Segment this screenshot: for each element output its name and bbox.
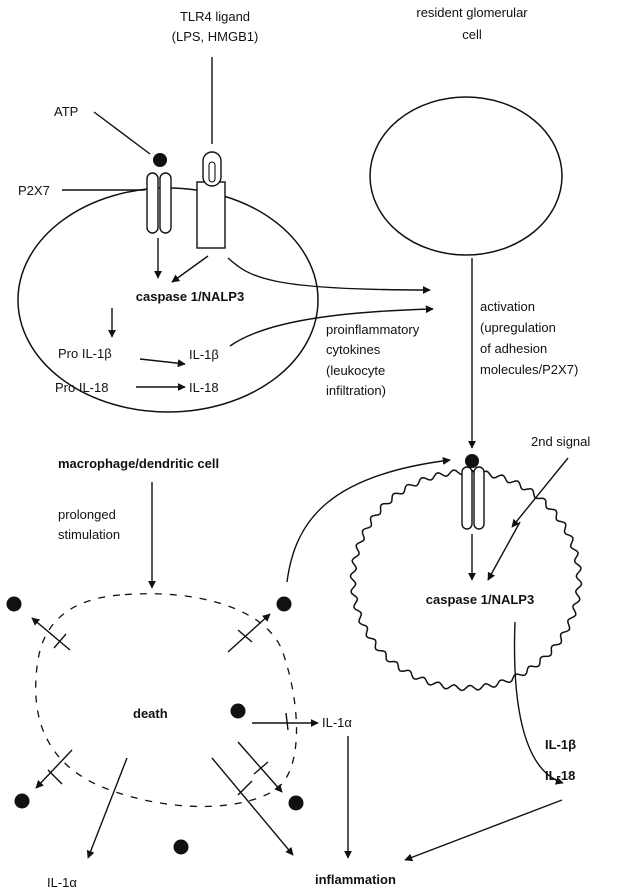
proinflammatory-line-4: infiltration) xyxy=(326,383,386,398)
il1a-bottom-label: IL-1α xyxy=(47,875,77,889)
pro-il18-label: Pro IL-18 xyxy=(55,380,108,395)
il18-resident-label: IL-18 xyxy=(545,768,575,783)
released-atp-4 xyxy=(14,793,30,809)
activation-line-1: activation xyxy=(480,299,535,314)
released-atp-6 xyxy=(173,839,189,855)
inflammation-label: inflammation xyxy=(315,872,396,887)
released-atp-1 xyxy=(6,596,22,612)
dying-cell-outline xyxy=(35,593,298,808)
released-atp-3 xyxy=(230,703,246,719)
atp-pointer-line xyxy=(93,111,151,155)
atp-at-resident xyxy=(465,454,479,468)
activation-line-4: molecules/P2X7) xyxy=(480,362,578,377)
proinflammatory-line-2: cytokines xyxy=(326,342,381,357)
resident-cell-label-1: resident glomerular xyxy=(416,5,528,20)
prolonged-line-1: prolonged xyxy=(58,507,116,522)
tlr4-ligand-label: TLR4 ligand xyxy=(180,9,250,24)
atp-molecule xyxy=(153,153,167,167)
proinflammatory-line-1: proinflammatory xyxy=(326,322,420,337)
activation-line-2: (upregulation xyxy=(480,320,556,335)
death-label: death xyxy=(133,706,168,721)
pro-il1b-label: Pro IL-1β xyxy=(58,346,112,361)
il18-macrophage-label: IL-18 xyxy=(189,380,219,395)
activated-resident-cell xyxy=(349,468,583,692)
resident-glomerular-cell xyxy=(369,96,563,256)
released-atp-5 xyxy=(288,795,304,811)
caspase-macrophage-label: caspase 1/NALP3 xyxy=(136,289,244,304)
tlr4-examples-label: (LPS, HMGB1) xyxy=(172,29,259,44)
p2x7-receptor xyxy=(146,172,172,234)
resident-cell-label-2: cell xyxy=(462,27,482,42)
tlr4-receptor xyxy=(196,181,226,249)
prolonged-line-2: stimulation xyxy=(58,527,120,542)
second-signal-label: 2nd signal xyxy=(531,434,590,449)
il1b-resident-label: IL-1β xyxy=(545,737,576,752)
il1b-macrophage-label: IL-1β xyxy=(189,347,219,362)
released-atp-2 xyxy=(276,596,292,612)
activation-line-3: of adhesion xyxy=(480,341,547,356)
macrophage-dendritic-label: macrophage/dendritic cell xyxy=(58,456,219,471)
resident-p2x7-receptor xyxy=(461,466,485,530)
il1a-center-label: IL-1α xyxy=(322,715,352,730)
caspase-resident-label: caspase 1/NALP3 xyxy=(426,592,534,607)
p2x7-label: P2X7 xyxy=(18,183,50,198)
atp-label: ATP xyxy=(54,104,78,119)
proinflammatory-line-3: (leukocyte xyxy=(326,363,385,378)
